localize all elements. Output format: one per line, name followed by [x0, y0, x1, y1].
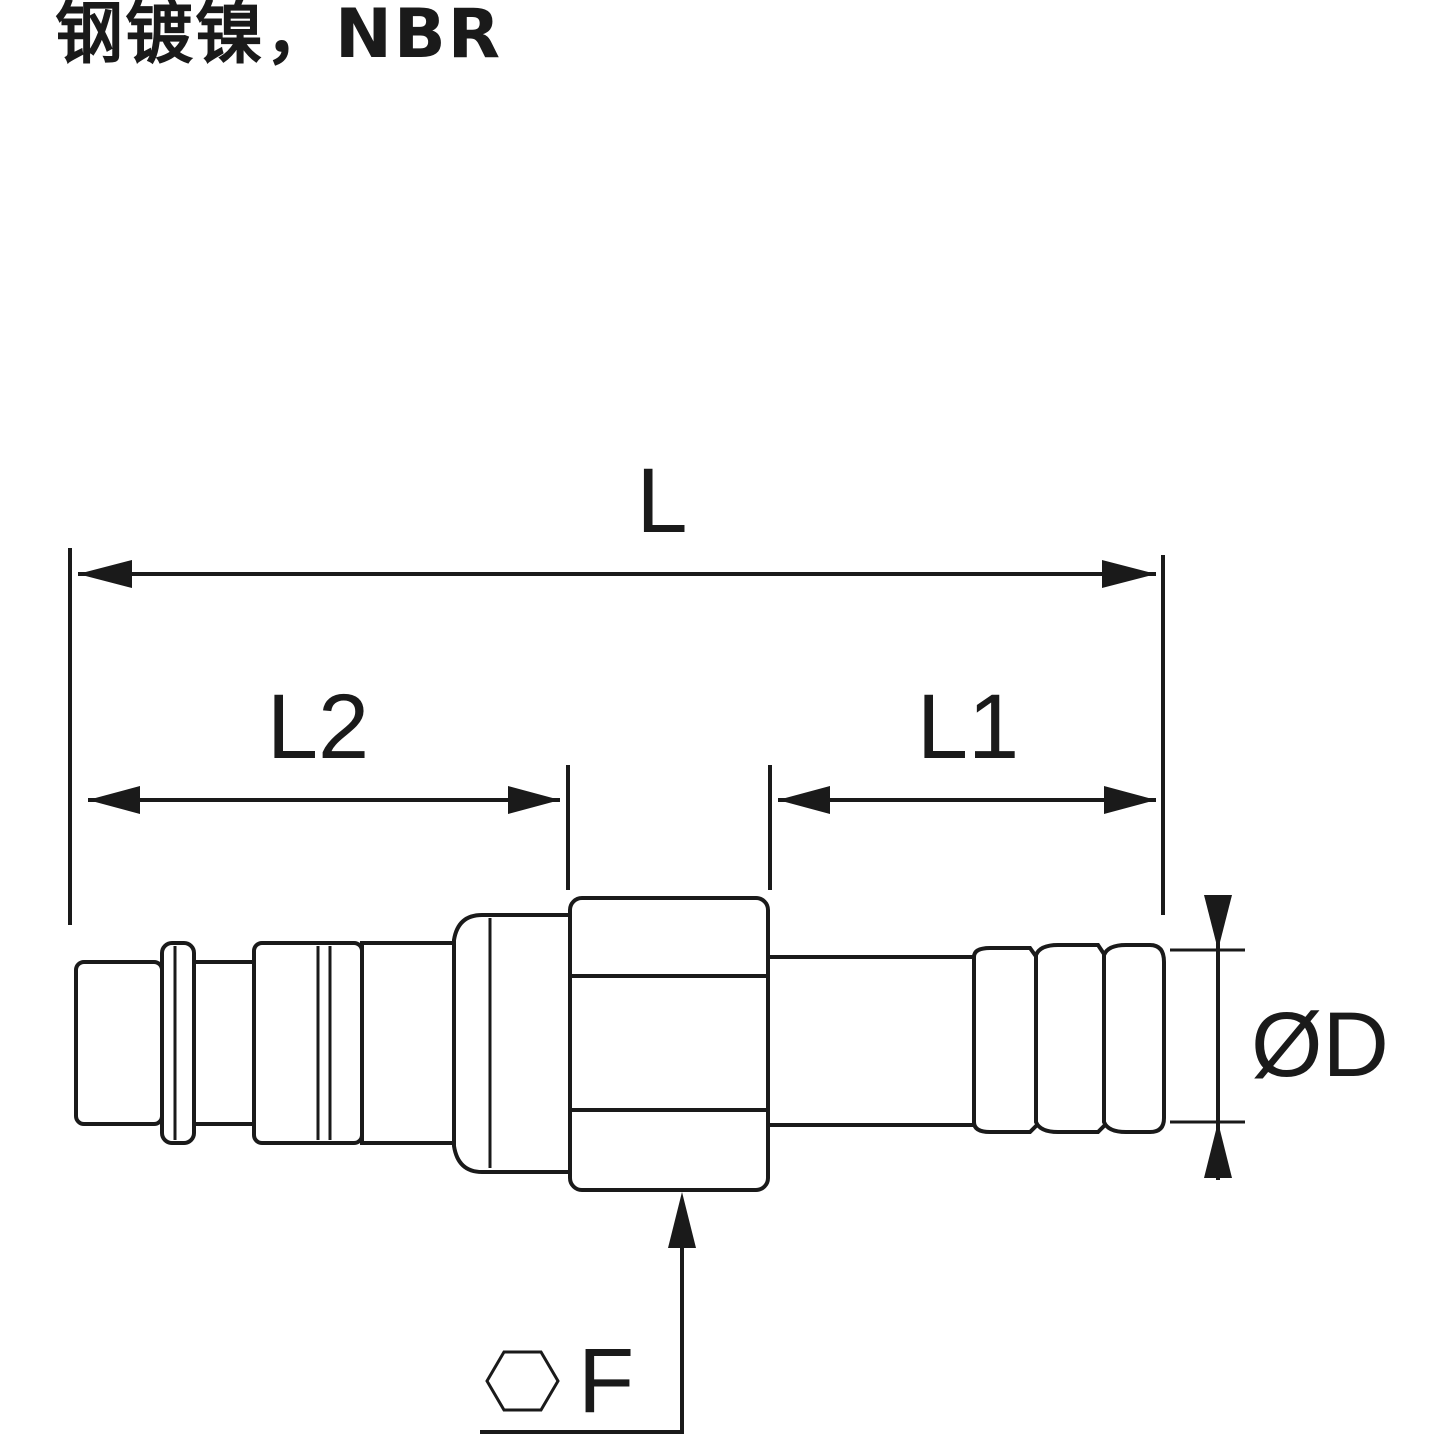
label-F: F	[578, 1330, 634, 1432]
label-L2: L2	[267, 676, 369, 778]
hose-barb-1	[972, 946, 1042, 1134]
plug-shank	[360, 941, 456, 1145]
dimension-L2: L2	[88, 676, 560, 814]
dimension-F: F	[480, 1192, 696, 1434]
dimension-L1: L1	[778, 676, 1156, 814]
hose-barb-3	[1102, 943, 1166, 1134]
label-D: ØD	[1251, 994, 1389, 1096]
coupling-body	[74, 896, 1166, 1192]
plug-collar	[252, 941, 364, 1145]
hose-barb-2	[1034, 943, 1110, 1134]
plug-groove-ring	[160, 941, 196, 1145]
hexagon-icon	[485, 1350, 560, 1412]
plug-shoulder	[452, 913, 572, 1174]
material-caption: 钢镀镍，NBR	[55, 0, 503, 74]
dimension-L: L	[78, 450, 1156, 588]
dimension-D: ØD	[1170, 895, 1389, 1180]
plug-nose	[74, 960, 164, 1126]
hose-tube	[766, 955, 976, 1127]
plug-neck	[192, 960, 256, 1126]
label-L: L	[636, 450, 687, 552]
label-L1: L1	[917, 676, 1019, 778]
hex-body	[568, 896, 770, 1192]
